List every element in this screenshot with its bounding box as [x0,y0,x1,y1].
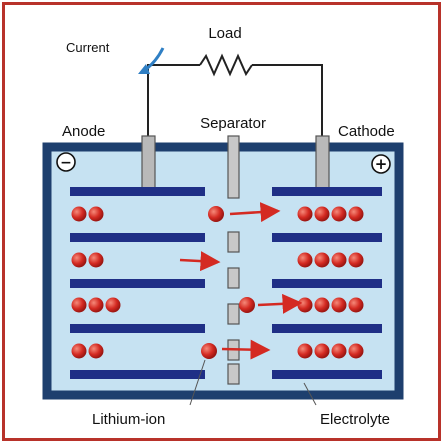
separator-segment [227,363,240,385]
cathode-plus-sign: + [375,155,388,173]
anode-layer [70,279,205,288]
anode-ion [88,297,104,313]
migrating-ions [201,206,255,359]
cathode-ion [331,206,347,222]
cathode-ion [348,343,364,359]
cathode-layers [272,187,382,379]
anode-terminal-rod [141,135,156,193]
cathode-ions [297,206,364,359]
anode-ion [71,297,87,313]
cathode-ion [297,343,313,359]
ion-arrow [229,202,281,223]
anode-minus-sign: − [60,155,72,171]
anode-layer [70,233,205,242]
anode-terminal-circle [56,152,76,172]
cathode-layer [272,279,382,288]
external-circuit-wire [147,64,200,140]
anode-ion [71,206,87,222]
cathode-ion [331,252,347,268]
ion-arrow [257,293,303,314]
load-resistor [199,53,253,77]
cathode-layer [272,187,382,196]
separator-label: Separator [200,115,266,132]
anode-ion [105,297,121,313]
external-circuit-wire-right [252,64,323,140]
anode-layers [70,187,205,379]
anode-ions [71,206,121,359]
cathode-layer [272,233,382,242]
cathode-ion [348,252,364,268]
cathode-ion [297,252,313,268]
lithium-ion-leader-line [189,359,206,406]
electrolyte-label: Electrolyte [320,411,390,428]
separator-segment [227,231,240,253]
cathode-ion [348,297,364,313]
cathode-ion [314,252,330,268]
anode-label: Anode [62,123,105,140]
anode-ion [71,252,87,268]
electrolyte-tank [42,142,404,400]
current-label: Current [66,40,110,55]
ion-arrow [221,339,271,360]
cathode-layer [272,370,382,379]
anode-ion [88,252,104,268]
cathode-ion [348,206,364,222]
cathode-ion [331,343,347,359]
current-arrow [144,47,165,72]
cathode-terminal-circle [371,154,391,174]
cathode-ion [314,206,330,222]
separator-top-bar [227,135,240,199]
cathode-terminal-rod [315,135,330,193]
cathode-ion [297,206,313,222]
ion-arrow [179,251,221,272]
cathode-ion [314,343,330,359]
migrating-ion [201,343,217,359]
cathode-ion [297,297,313,313]
separator-segment [227,303,240,325]
migrating-ion [239,297,255,313]
anode-layer [70,187,205,196]
separator-segment [227,267,240,289]
cathode-ion [314,297,330,313]
anode-ion [88,343,104,359]
electrolyte-leader-line [303,382,317,406]
load-label: Load [208,25,241,42]
cathode-ion [331,297,347,313]
cathode-layer [272,324,382,333]
anode-ion [71,343,87,359]
anode-layer [70,370,205,379]
migrating-ion [208,206,224,222]
anode-ion [88,206,104,222]
current-arrowhead [138,64,150,74]
cathode-label: Cathode [338,123,395,140]
anode-layer [70,324,205,333]
lithium-ion-label: Lithium-ion [92,411,165,428]
ion-movement-arrows [179,202,303,360]
